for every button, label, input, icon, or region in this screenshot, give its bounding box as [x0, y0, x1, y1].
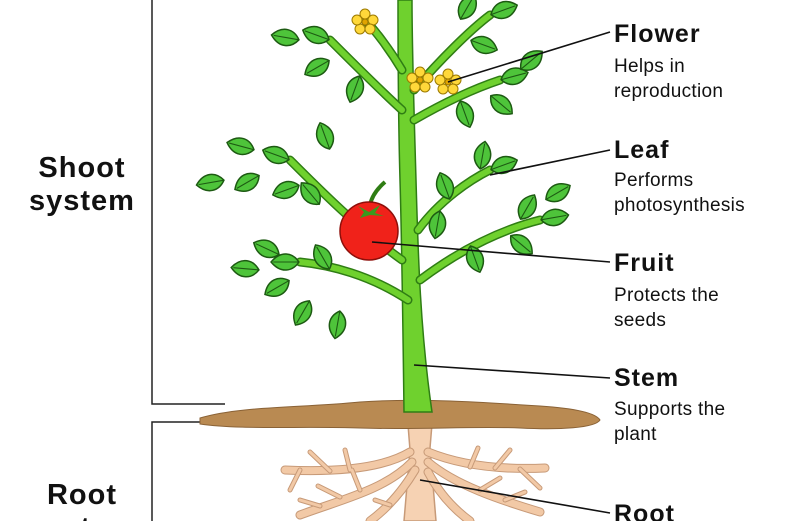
stem-description: Supports the plant: [614, 397, 725, 447]
stem-desc-line2: plant: [614, 424, 657, 445]
soil-line: [199, 399, 601, 430]
root-bracket: [151, 421, 228, 521]
fruit-tomato: [339, 180, 399, 261]
main-stem: [397, 0, 433, 413]
shoot-bracket: [151, 0, 225, 405]
flower-icon: [351, 8, 379, 35]
fruit-leader: [371, 241, 611, 263]
flowers: [351, 8, 462, 95]
flower-description: Helps in reproduction: [614, 54, 723, 104]
system-brackets: [151, 0, 228, 521]
leaf-description: Performs photosynthesis: [614, 168, 745, 218]
flower-icon: [434, 68, 462, 95]
shoot-system-label: Shoot system: [12, 152, 152, 218]
stem-leader: [413, 364, 611, 379]
leaf-desc-line1: Performs: [614, 170, 694, 191]
flower-desc-line1: Helps in: [614, 56, 686, 77]
fruit-description: Protects the seeds: [614, 283, 719, 333]
flower-leader: [447, 31, 611, 83]
leader-lines: [371, 31, 611, 514]
leaf-desc-line2: photosynthesis: [614, 195, 745, 216]
fruit-desc-line2: seeds: [614, 310, 667, 331]
root-leader: [419, 479, 611, 514]
leaf-label: Leaf: [614, 136, 670, 164]
root-label: Root: [614, 500, 675, 521]
fruit-label: Fruit: [614, 249, 675, 277]
leaf-leader: [489, 149, 611, 176]
root-system-line2: system: [12, 512, 152, 521]
shoot-system-line2: system: [29, 185, 135, 217]
root-system: [280, 411, 550, 521]
fruit-desc-line1: Protects the: [614, 285, 719, 306]
root-system-label: Root system: [12, 479, 152, 521]
root-system-line1: Root: [46, 479, 118, 511]
flower-label: Flower: [614, 20, 701, 48]
flower-desc-line2: reproduction: [614, 81, 724, 102]
stem-label: Stem: [614, 364, 680, 392]
shoot-system-line1: Shoot: [38, 152, 126, 184]
stem-desc-line1: Supports the: [614, 399, 726, 420]
flower-icon: [406, 66, 434, 93]
